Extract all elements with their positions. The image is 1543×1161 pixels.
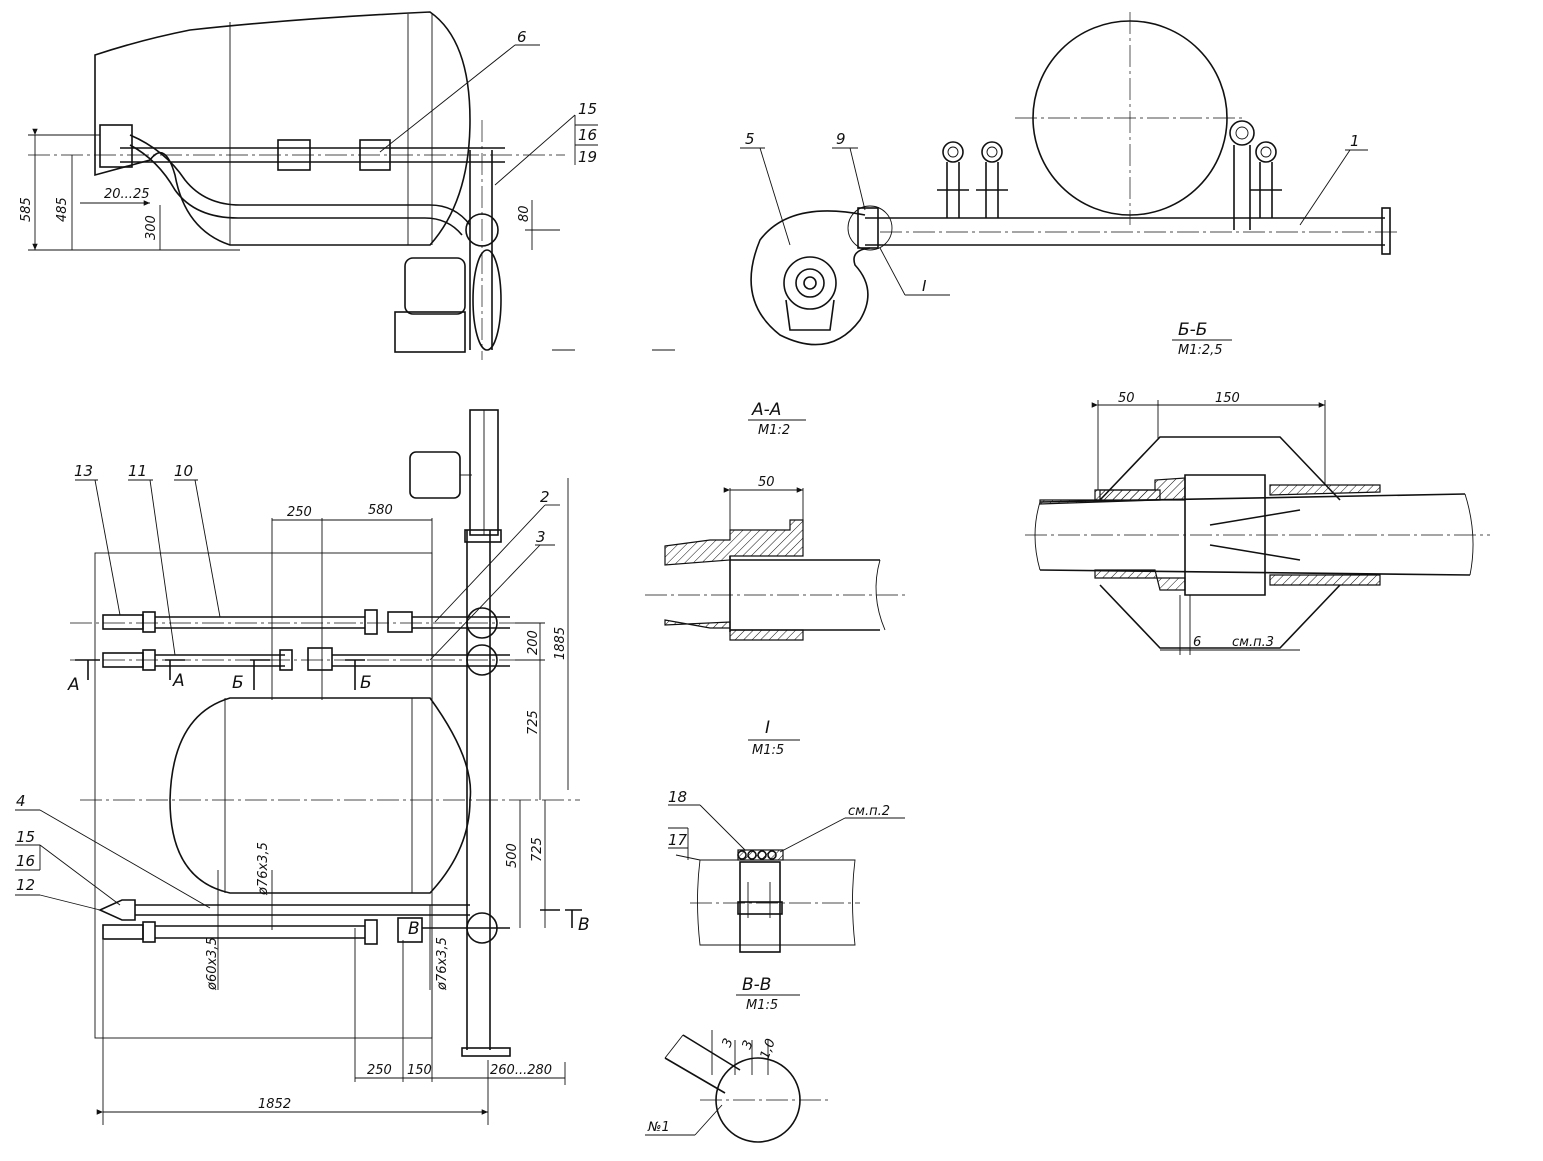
- section-vv-title: В-В: [742, 975, 771, 995]
- callout-16-top: 16: [578, 126, 597, 144]
- section-bb-dim-150: 150: [1215, 391, 1240, 406]
- section-aa-scale: М1:2: [758, 423, 790, 438]
- section-vv-scale: М1:5: [746, 998, 778, 1013]
- callout-I: I: [922, 277, 927, 295]
- section-bb-scale: М1:2,5: [1178, 343, 1223, 358]
- callout-5: 5: [745, 130, 755, 148]
- detail-i-scale: М1:5: [752, 743, 784, 758]
- section-bb-title: Б-Б: [1178, 320, 1207, 340]
- callout-19-top: 19: [578, 148, 597, 166]
- callout-9: 9: [836, 130, 846, 148]
- front-elevation-view: 5 9 1 I: [740, 12, 1400, 346]
- plan-view: А А Б Б В В 250 580 200 1885 725 500 725…: [15, 409, 590, 1125]
- callout-4: 4: [16, 792, 26, 810]
- callout-15-bot: 15: [16, 828, 35, 846]
- section-vv-dim-3b: 3: [740, 1038, 757, 1051]
- dim-pipe-60: ø60х3,5: [205, 937, 220, 991]
- callout-2: 2: [540, 488, 550, 506]
- section-mark-b-right: Б: [360, 673, 372, 693]
- detail-i-title: I: [765, 718, 770, 738]
- dim-1885: 1885: [553, 627, 568, 660]
- tank-outline-top: [94, 11, 471, 246]
- callout-1: 1: [1350, 132, 1360, 150]
- callout-6: 6: [517, 28, 527, 46]
- detail-i: I М1:5 18 17 см.п.2: [668, 718, 905, 953]
- section-vv: В-В М1:5 3 3 1,0 №1: [645, 975, 830, 1143]
- note-see-3: см.п.3: [1232, 635, 1274, 650]
- callout-3: 3: [536, 528, 546, 546]
- dim-200: 200: [526, 630, 541, 655]
- dim-260-280: 260...280: [490, 1063, 552, 1078]
- dim-300: 300: [144, 215, 159, 240]
- section-vv-dim-1-0: 1,0: [758, 1037, 779, 1062]
- dim-725-a: 725: [526, 710, 541, 735]
- fan-housing: [750, 210, 871, 346]
- dim-pipe-76-b: ø76х3,5: [435, 937, 450, 991]
- callout-17: 17: [668, 831, 688, 849]
- dim-250-bot: 250: [367, 1063, 392, 1078]
- section-mark-a-left: А: [67, 675, 80, 695]
- callout-18: 18: [668, 788, 687, 806]
- dim-725-b: 725: [530, 837, 545, 862]
- section-bb-dim-6: 6: [1193, 635, 1201, 650]
- callout-12: 12: [16, 876, 35, 894]
- section-aa: А-А М1:2 50: [645, 400, 905, 641]
- section-mark-v-right: В: [578, 915, 590, 935]
- section-vv-dim-3: 3: [720, 1036, 737, 1049]
- dim-585: 585: [19, 197, 34, 222]
- section-bb-dim-50: 50: [1118, 391, 1135, 406]
- callout-16-bot: 16: [16, 852, 35, 870]
- dim-1852: 1852: [258, 1097, 291, 1112]
- dim-20-25: 20...25: [104, 187, 149, 202]
- section-aa-title: А-А: [751, 400, 781, 420]
- side-elevation-view: 585 485 20...25 300 80 6 15 16 19: [19, 11, 675, 360]
- note-see-2: см.п.2: [848, 804, 890, 819]
- dim-500: 500: [505, 843, 520, 868]
- section-mark-v-left: В: [408, 919, 420, 939]
- dim-pipe-76-a: ø76х3,5: [256, 842, 271, 896]
- callout-15-top: 15: [578, 100, 597, 118]
- callout-10: 10: [174, 462, 193, 480]
- section-mark-b-left: Б: [232, 673, 244, 693]
- callout-13: 13: [74, 462, 93, 480]
- callout-11: 11: [128, 462, 147, 480]
- dim-580: 580: [368, 503, 393, 518]
- section-aa-dim-50: 50: [758, 475, 775, 490]
- dim-80: 80: [517, 205, 532, 222]
- section-bb: Б-Б М1:2,5 50 150 6 см.п.3: [1025, 320, 1490, 655]
- dim-150: 150: [407, 1063, 432, 1078]
- dim-250-top: 250: [287, 505, 312, 520]
- section-mark-a-right: А: [172, 671, 185, 691]
- dim-485: 485: [55, 197, 70, 222]
- note-weld-number: №1: [647, 1120, 670, 1135]
- tank-outline-plan: [169, 697, 472, 894]
